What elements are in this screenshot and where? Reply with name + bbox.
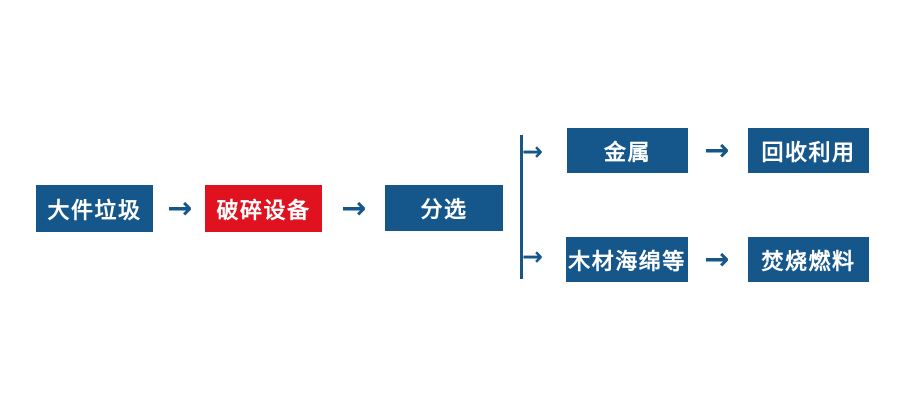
node-incineration-fuel: 焚烧燃料 (748, 237, 869, 282)
arrow-wood-to-fuel-icon: → (704, 241, 730, 277)
node-wood-sponge-etc: 木材海绵等 (566, 237, 688, 282)
arrow-metal-to-recycle-icon: → (704, 132, 730, 168)
node-metal: 金属 (567, 128, 688, 173)
branch-connector-line (520, 135, 523, 279)
arrow-branch-bottom-icon: → (522, 242, 543, 271)
arrow-bulky-to-crusher-icon: → (167, 190, 193, 226)
node-bulky-waste: 大件垃圾 (36, 185, 153, 232)
node-crushing-equipment: 破碎设备 (205, 185, 322, 232)
node-sorting: 分选 (385, 185, 503, 231)
node-recycling-reuse: 回收利用 (748, 128, 869, 173)
arrow-crusher-to-sorting-icon: → (341, 190, 367, 226)
arrow-branch-top-icon: → (522, 137, 543, 166)
